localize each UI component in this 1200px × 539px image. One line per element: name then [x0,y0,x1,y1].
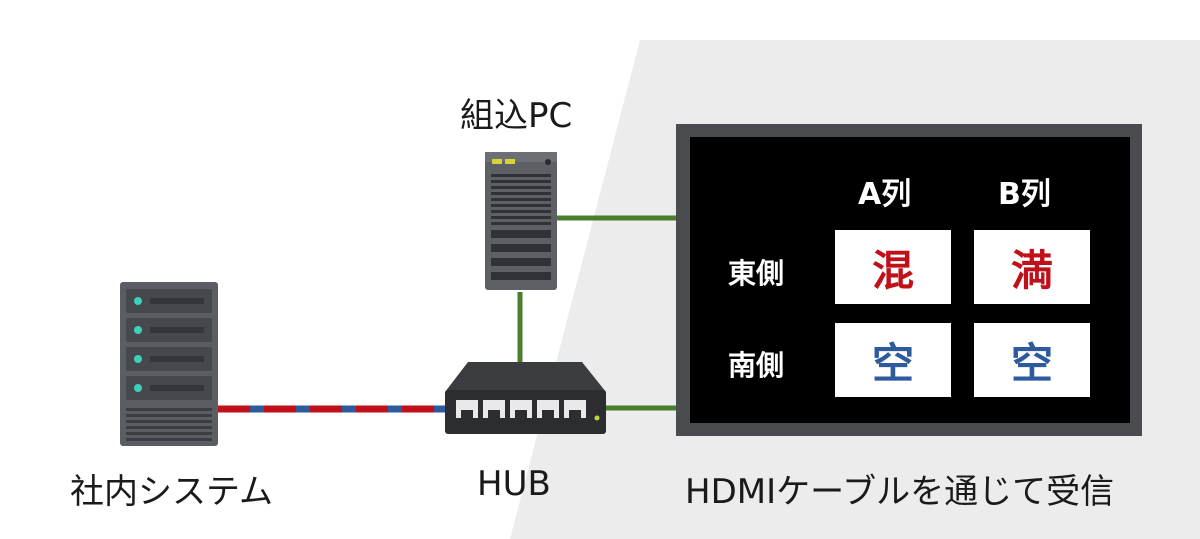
network-switch-icon [445,362,606,434]
cell-east-b: 満 [974,230,1090,304]
row-label-south: 南側 [728,349,785,382]
column-header-b: B列 [998,177,1051,212]
server-rack-icon [120,282,218,446]
tower-pc-icon [485,152,557,290]
hdmi-note-label: HDMIケーブルを通じて受信 [685,472,1115,512]
cell-south-b: 空 [974,323,1090,397]
cell-south-a: 空 [835,323,951,397]
embedded-pc-label: 組込PC [460,96,573,136]
hub-label: HUB [477,464,551,504]
cell-east-a: 混 [835,230,951,304]
internal-system-label: 社内システム [70,472,273,512]
column-header-a: A列 [858,177,912,212]
row-label-east: 東側 [728,257,785,290]
